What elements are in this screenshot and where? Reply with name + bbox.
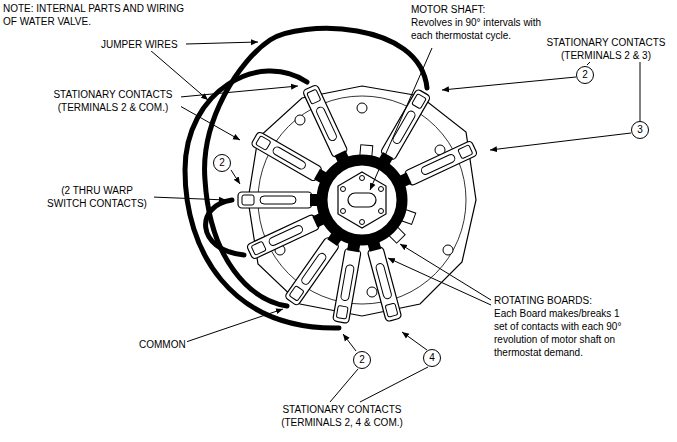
callout-label: STATIONARY CONTACTS (TERMINALS 2, 4 & CO…: [266, 403, 418, 429]
callout-number: 2: [213, 154, 231, 172]
callout-label: ROTATING BOARDS:: [493, 294, 593, 307]
callout-label: Each Board makes/breaks 1 set of contact…: [493, 307, 635, 359]
callout-text: 3: [637, 125, 643, 135]
callout-label: STATIONARY CONTACTS (TERMINALS 2 & 3): [538, 36, 674, 62]
callout-text: 4: [429, 353, 435, 363]
callout-label: Revolves in 90° intervals with each ther…: [410, 16, 552, 42]
callout-label: (2 THRU WARP SWITCH CONTACTS): [40, 184, 154, 210]
callout-number: 4: [423, 349, 441, 367]
callout-text: 2: [219, 158, 225, 168]
callout-label: NOTE: INTERNAL PARTS AND WIRING OF WATER…: [2, 2, 194, 28]
callout-label: COMMON: [138, 338, 187, 351]
callout-number: 3: [631, 121, 649, 139]
callout-text: 2: [582, 70, 588, 80]
callout-number: 2: [576, 66, 594, 84]
callout-label: MOTOR SHAFT:: [410, 3, 486, 16]
callout-label: STATIONARY CONTACTS (TERMINALS 2 & COM.): [45, 88, 181, 114]
callout-label: JUMPER WIRES: [100, 38, 179, 51]
callout-number: 2: [353, 351, 371, 369]
callout-text: 2: [359, 355, 365, 365]
